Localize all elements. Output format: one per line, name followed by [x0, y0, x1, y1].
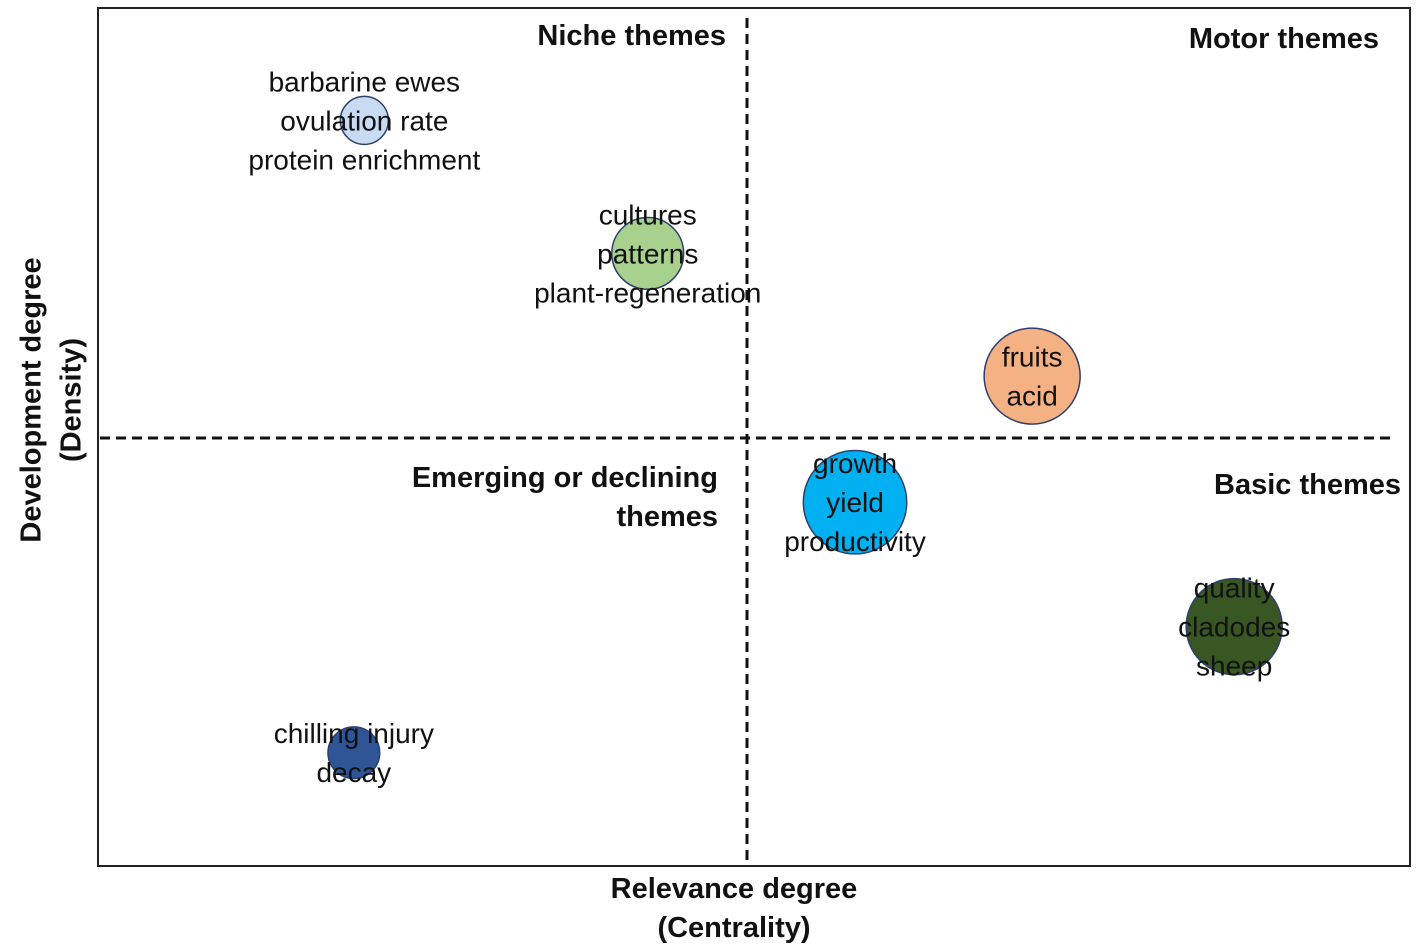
bubble-5-label-0: chilling injury — [274, 718, 434, 749]
bubble-0 — [339, 95, 390, 146]
bubble-4-label-1: cladodes — [1178, 612, 1290, 643]
bubble-4 — [1185, 577, 1283, 676]
quadrant-label-bottom-right-0: Basic themes — [1214, 469, 1401, 501]
quadrant-label-bottom-left-1: themes — [616, 501, 718, 533]
bubble-3-label-2: productivity — [784, 526, 926, 557]
bubble-3-label-1: yield — [826, 487, 884, 518]
bubble-4-label-2: sheep — [1196, 651, 1272, 682]
bubble-2-label-1: acid — [1006, 381, 1057, 412]
bubble-0-label-0: barbarine ewes — [269, 66, 460, 97]
bubble-5-label-1: decay — [316, 757, 391, 788]
bubble-3 — [802, 449, 908, 555]
bubble-5 — [327, 726, 381, 780]
bubble-1-label-1: patterns — [597, 238, 698, 269]
axis-titles-layer: Relevance degree (Centrality) Development … — [16, 257, 858, 944]
bubble-4-label-0: quality — [1194, 573, 1275, 604]
bubble-3-label-0: growth — [813, 448, 897, 479]
bubble-1-label-0: cultures — [599, 199, 697, 230]
bubbles-layer — [327, 95, 1283, 780]
bubble-0-label-1: ovulation rate — [280, 105, 448, 136]
bubble-0-label-2: protein enrichment — [248, 144, 480, 175]
quadrant-label-top-left-0: Niche themes — [537, 20, 726, 52]
quadrant-label-top-right-0: Motor themes — [1189, 23, 1379, 55]
bubble-1-label-2: plant-regeneration — [534, 277, 761, 308]
bubble-labels-layer: barbarine ewes ovulation rate protein enri… — [248, 66, 1290, 788]
y-axis-title-line-0: Development degree — [16, 257, 48, 542]
y-axis-title-line-1: (Density) — [56, 338, 88, 462]
bubble-2 — [983, 327, 1081, 425]
x-axis-title-line-1: (Centrality) — [657, 912, 810, 944]
x-axis-title-line-0: Relevance degree — [611, 873, 858, 905]
quadrant-label-bottom-left-0: Emerging or declining — [412, 462, 718, 494]
bubble-1 — [611, 216, 685, 291]
bubble-2-label-0: fruits — [1002, 342, 1063, 373]
